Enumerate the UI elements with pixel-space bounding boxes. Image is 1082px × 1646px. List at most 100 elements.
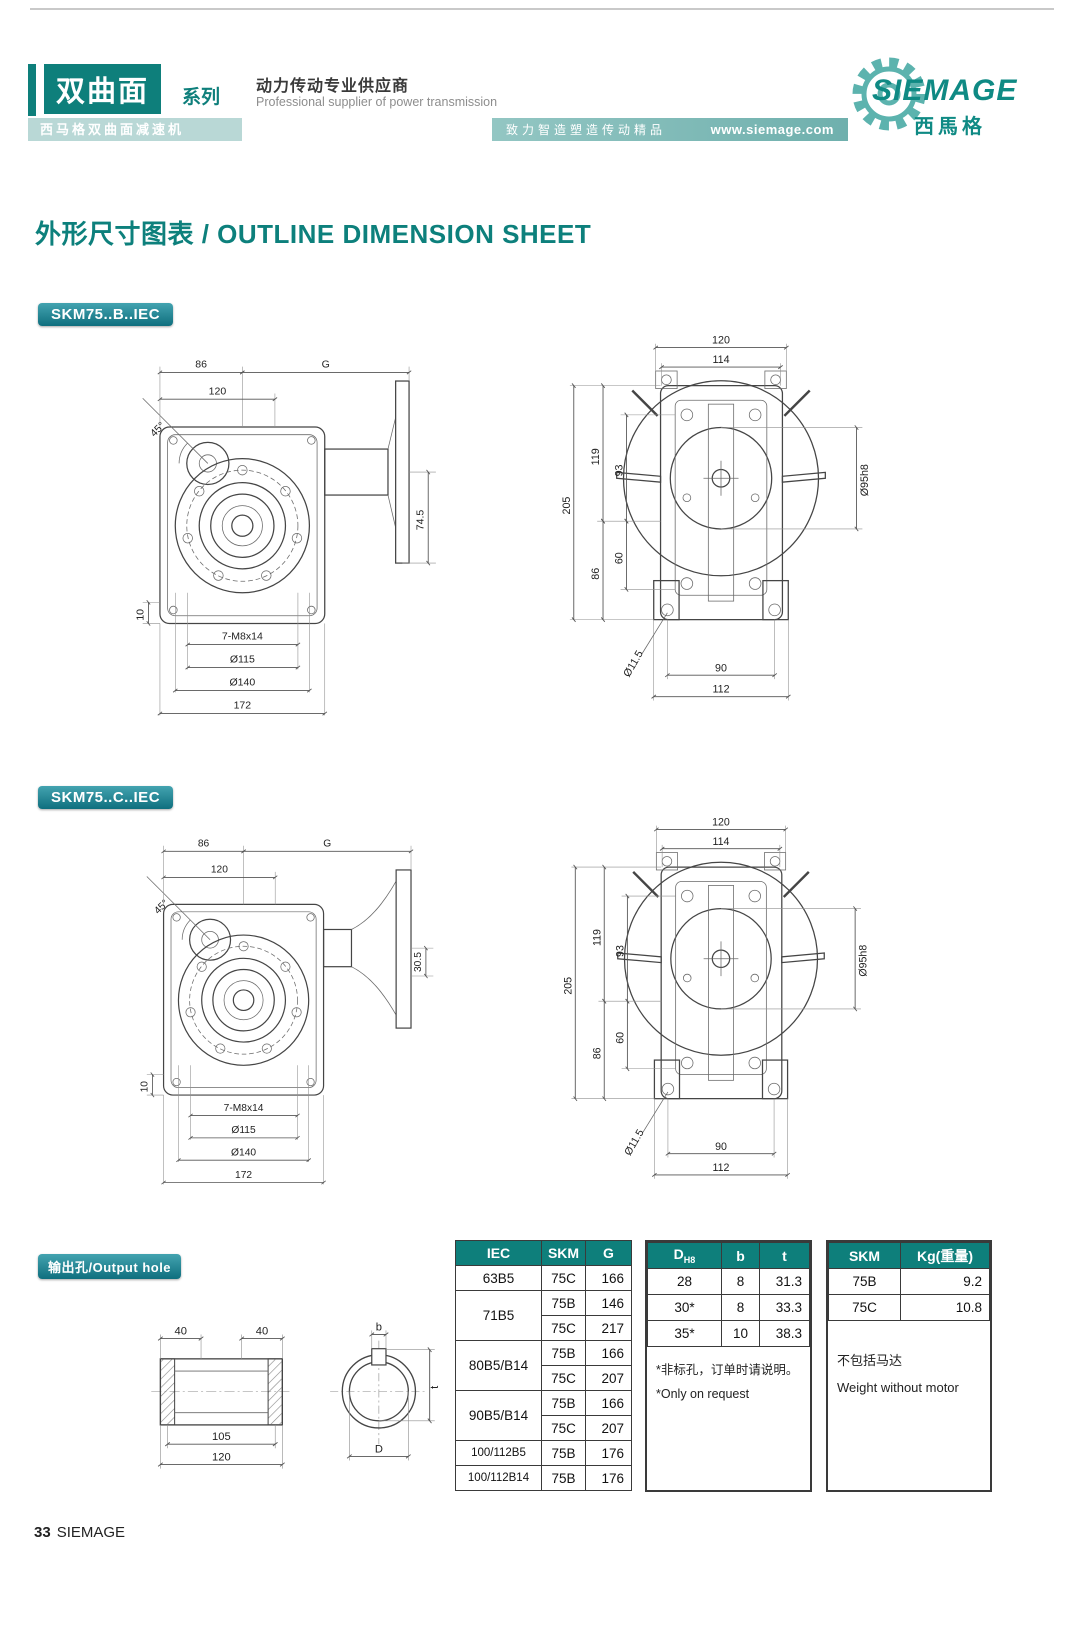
column-header-d: DH8: [647, 1242, 722, 1269]
table-cell: 10.8: [900, 1294, 990, 1321]
table-cell: 146: [585, 1290, 632, 1316]
note-cn: *非标孔，订单时请说明。: [656, 1363, 799, 1377]
table-row: 75C 10.8: [828, 1294, 990, 1321]
dim-label: t: [429, 1385, 441, 1389]
column-header-skm: SKM: [828, 1242, 901, 1269]
drawing-output-hole: 40 40 105 120 b t D: [151, 1321, 441, 1469]
section-badge-skm75-b-iec: SKM75..B..IEC: [38, 303, 174, 326]
table-row: 90B5/B14 75B 166: [455, 1390, 632, 1441]
dimension-lines: 120 114 205 119 93 86 60 Ø95h8 Ø11.5 90 …: [561, 335, 871, 701]
website-url: www.siemage.com: [710, 122, 834, 137]
table-cell: 207: [585, 1415, 632, 1441]
output-bore-section-view: [330, 1340, 428, 1445]
dim-label: 172: [234, 700, 252, 712]
table-cell: 75C: [541, 1415, 586, 1441]
dim-label: 120: [211, 865, 228, 876]
dimension-lines: 40 40 105 120 b t D: [157, 1321, 441, 1469]
table-row: 28 8 31.3: [647, 1268, 810, 1295]
table-cell: 75C: [541, 1365, 586, 1391]
table-row: 30* 8 33.3: [647, 1294, 810, 1321]
series-title-box: 双曲面: [44, 64, 162, 114]
table-cell: 75B: [541, 1290, 586, 1316]
top-rule: [30, 8, 1054, 10]
table-row: 35* 10 38.3: [647, 1320, 810, 1347]
dim-label: 120: [712, 335, 730, 347]
table-cell: 75B: [541, 1340, 586, 1366]
dim-label: 112: [713, 1162, 730, 1174]
dim-label: 120: [712, 817, 730, 829]
table-cell: 80B5/B14: [455, 1340, 542, 1391]
column-header-g: G: [585, 1240, 632, 1266]
angle-annotation: 45°: [146, 876, 211, 940]
dim-label: 7-M8x14: [224, 1103, 264, 1114]
table-cell: 30*: [647, 1294, 722, 1321]
iec-g-table: IEC SKM G 63B5 75C 166 71B5 75B 146 75C …: [455, 1240, 632, 1491]
dim-label: 114: [713, 836, 730, 848]
dimension-lines: 86 G 120 30.5 10 7-M8x14 Ø115 Ø140 172: [140, 839, 434, 1185]
iec-flange-bell: [322, 869, 412, 1029]
table-cell: 75C: [541, 1315, 586, 1341]
series-sub-band: 西马格双曲面减速机: [28, 118, 242, 141]
dim-label: 119: [590, 448, 602, 465]
drawing-front-view-b: 120 114 205 119 93 86 60 Ø95h8 Ø11.5 90 …: [561, 335, 871, 701]
dim-label: Ø95h8: [859, 464, 871, 496]
table-cell: 38.3: [759, 1320, 810, 1347]
table-cell: 33.3: [759, 1294, 810, 1321]
table-row: 71B5 75B 146: [455, 1290, 632, 1341]
dim-label: G: [323, 839, 331, 850]
note-en: *Only on request: [656, 1386, 750, 1401]
table-cell: 75C: [828, 1294, 901, 1321]
gear-logo-icon: [852, 57, 926, 131]
table-cell: 8: [721, 1294, 760, 1321]
dim-label: 40: [175, 1325, 187, 1337]
non-standard-hole-note: *非标孔，订单时请说明。 *Only on request: [647, 1347, 810, 1419]
dim-label: 205: [561, 497, 573, 515]
table-cell: 207: [585, 1365, 632, 1391]
table-cell: 100/112B14: [455, 1465, 542, 1491]
dim-label: 105: [212, 1431, 231, 1443]
dim-label: Ø140: [229, 677, 255, 689]
drawing-side-view-b: 45° 86 G 120 74.5 10 7-M8x14 Ø115: [135, 359, 436, 716]
drawing-front-view-c: 120 114 205 119 93 86 60 Ø95h8 Ø11.5 90 …: [562, 817, 870, 1179]
column-header-iec: IEC: [455, 1240, 542, 1266]
table-cell: 166: [585, 1390, 632, 1416]
dimension-lines: 120 114 205 119 93 86 60 Ø95h8 Ø11.5 90 …: [562, 817, 870, 1179]
dim-label: 86: [198, 839, 210, 850]
output-hole-badge: 输出孔/Output hole: [38, 1254, 182, 1279]
dim-label: 93: [615, 945, 627, 957]
dim-label: 90: [715, 1141, 727, 1153]
dim-label: b: [376, 1321, 382, 1333]
table-cell: 75B: [828, 1268, 901, 1295]
dim-label: 93: [614, 464, 626, 476]
table-row: 100/112B14 75B 176: [455, 1465, 632, 1491]
table-cell: 71B5: [455, 1290, 542, 1341]
supplier-slogan-en: Professional supplier of power transmiss…: [256, 95, 498, 109]
gearbox-housing: [162, 903, 325, 1096]
page-number: 33: [34, 1524, 51, 1541]
dim-label: Ø11.5: [621, 649, 646, 680]
section-badge-skm75-c-iec: SKM75..C..IEC: [38, 786, 174, 809]
table-cell: 75B: [541, 1465, 586, 1491]
slogan-band: 致力智造塑造传动精品 www.siemage.com: [492, 118, 848, 141]
table-header-row: DH8 b t: [647, 1242, 810, 1269]
weight-note: 不包括马达 Weight without motor: [828, 1321, 990, 1414]
angle-annotation: 45°: [142, 398, 209, 464]
flange-face: [616, 370, 826, 621]
table-row: 80B5/B14 75B 166: [455, 1340, 632, 1391]
table-cell: 176: [585, 1440, 632, 1466]
note-cn: 不包括马达: [837, 1353, 903, 1368]
dim-label: 10: [140, 1081, 151, 1093]
dim-label: Ø115: [231, 1125, 256, 1136]
footer-brand: SIEMAGE: [56, 1524, 126, 1541]
flange-face: [617, 852, 825, 1100]
column-header-kg: Kg(重量): [900, 1242, 990, 1269]
table-cell: 75B: [541, 1440, 586, 1466]
table-cell: 9.2: [900, 1268, 990, 1295]
brand-logotype: SIEMAGE: [872, 74, 1018, 107]
column-header-b: b: [721, 1242, 760, 1269]
table-cell: 166: [585, 1265, 632, 1291]
column-header-skm: SKM: [541, 1240, 586, 1266]
series-suffix: 系列: [182, 87, 221, 108]
drawing-side-view-c: 45° 86 G 120 30.5 10 7-M8x14 Ø115: [140, 839, 434, 1185]
column-header-t: t: [759, 1242, 810, 1269]
